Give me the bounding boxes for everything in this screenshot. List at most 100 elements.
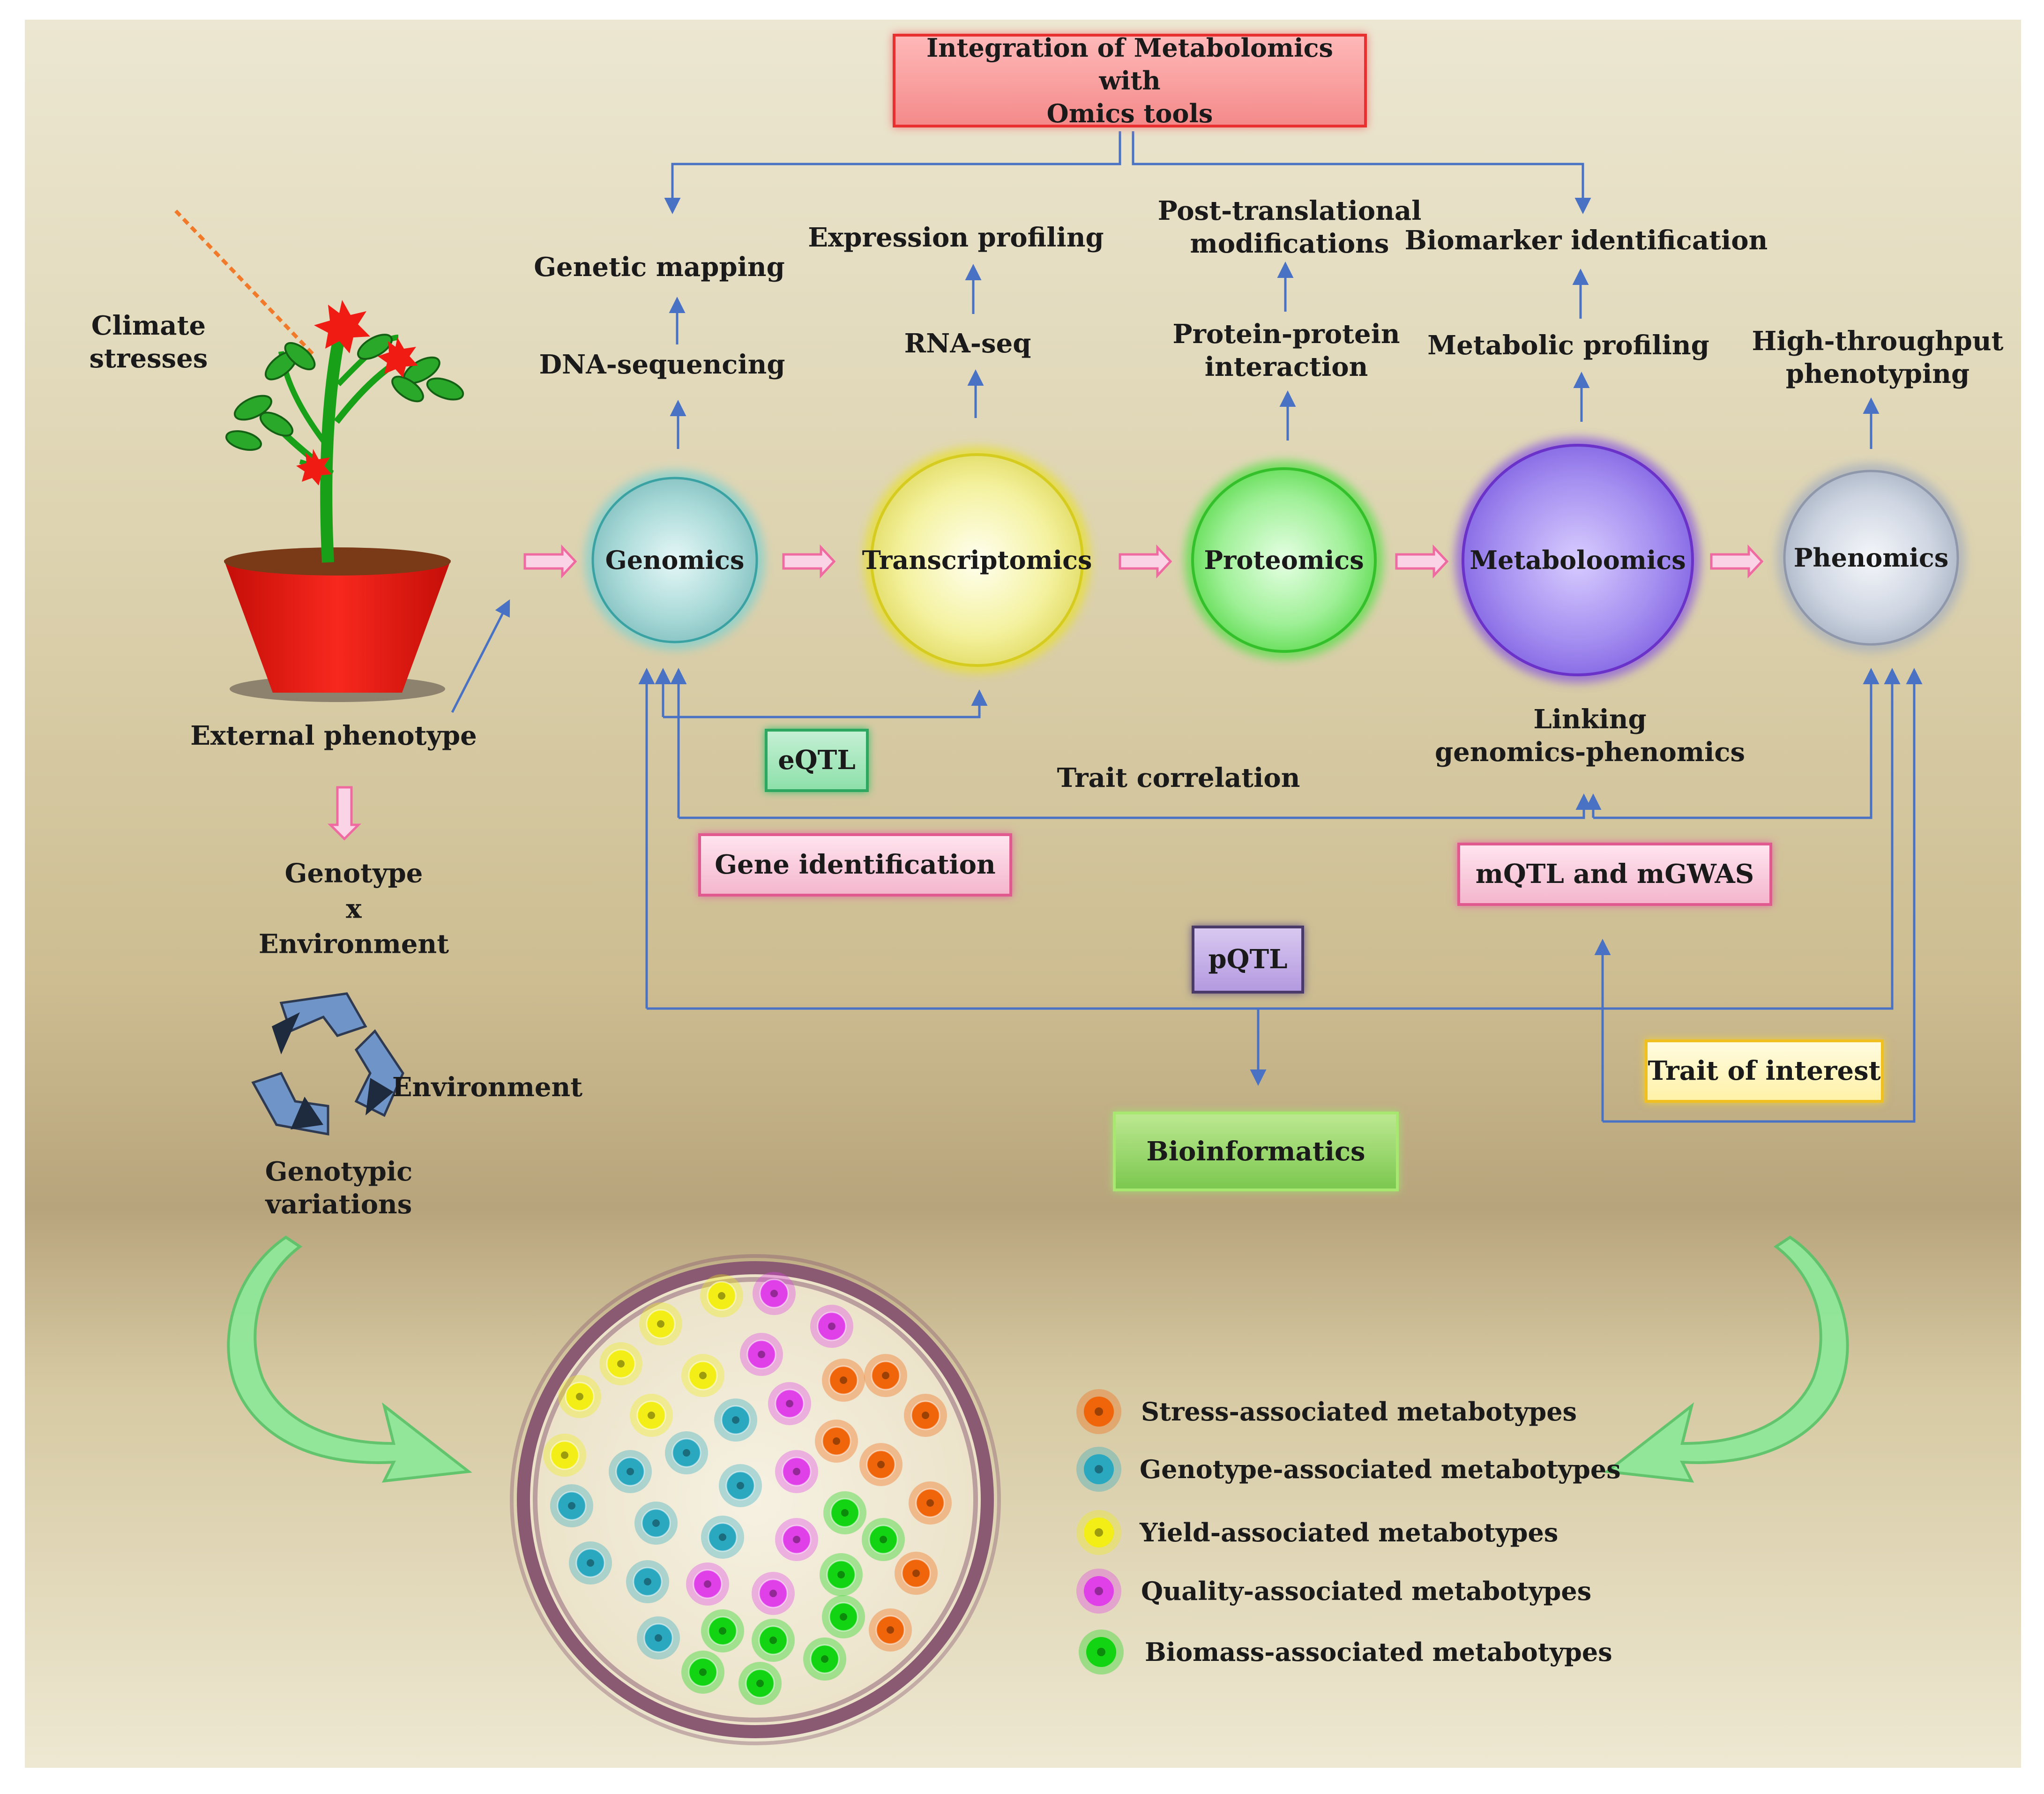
- metabotype-dot-core: [840, 1376, 847, 1384]
- node-label: Metaboloomics: [1470, 545, 1686, 575]
- metabotype-dot: [746, 1339, 776, 1369]
- label-genotypic-variations: Genotypic variations: [265, 1155, 412, 1221]
- node-label: Genomics: [605, 545, 745, 575]
- metabotype-dot: [758, 1625, 788, 1655]
- metabotype-dot: [830, 1498, 860, 1528]
- curved-arrow-icon: [227, 1235, 1849, 1483]
- label-high-throughput: High-throughput phenotyping: [1752, 325, 2003, 390]
- ptm-line1: Post-translational: [1157, 195, 1422, 226]
- gxe-line3: Environment: [258, 928, 449, 960]
- metabotype-dot-core: [840, 1613, 847, 1621]
- legend-stress: Stress-associated metabotypes: [1141, 1397, 1577, 1427]
- metabotype-dot-core: [704, 1580, 711, 1588]
- label-biomarker: Biomarker identification: [1404, 225, 1768, 256]
- recycle-icon: [251, 992, 404, 1136]
- linking-line2: genomics-phenomics: [1435, 737, 1745, 768]
- metabotype-dot-core: [718, 1292, 725, 1300]
- node-label: Proteomics: [1204, 545, 1364, 575]
- metabotype-dot: [707, 1281, 737, 1311]
- metabotype-dot-core: [699, 1668, 707, 1676]
- gxe-line2: x: [346, 893, 362, 925]
- box-bioinformatics: Bioinformatics: [1113, 1112, 1399, 1191]
- legend-dot-core: [1095, 1528, 1103, 1537]
- metabotype-dot: [550, 1440, 580, 1470]
- htp-line2: phenotyping: [1785, 359, 1970, 389]
- label-genetic-mapping: Genetic mapping: [534, 252, 785, 283]
- legend-dots: [1076, 1389, 1124, 1674]
- metabotype-dot: [575, 1548, 605, 1578]
- title-box: Integration of Metabolomics with Omics t…: [893, 32, 1367, 129]
- metabotype-dot-core: [648, 1412, 655, 1419]
- metabotype-dot: [828, 1365, 858, 1395]
- htp-line1: High-throughput: [1752, 326, 2004, 357]
- flower-pot-icon: [174, 209, 464, 702]
- metabotype-dot: [708, 1616, 738, 1646]
- label-dna-sequencing: DNA-sequencing: [539, 349, 785, 380]
- climate-line2: stresses: [89, 343, 208, 374]
- metabotype-dot: [759, 1278, 789, 1308]
- metabotype-dot: [910, 1400, 940, 1430]
- metabotype-dot-core: [793, 1468, 800, 1475]
- legend-dot-core: [1095, 1407, 1103, 1416]
- metabotype-dot-core: [683, 1449, 690, 1457]
- metabotype-dot-core: [719, 1533, 726, 1541]
- node-genomics: Genomics: [593, 478, 757, 642]
- metabotype-dot-core: [770, 1290, 778, 1297]
- box-gene-identification: Gene identification: [698, 833, 1012, 897]
- gxe-line1: Genotype: [284, 858, 423, 889]
- metabotype-dot: [641, 1508, 671, 1538]
- metabotype-dot-core: [880, 1536, 887, 1543]
- metabotype-dot: [688, 1657, 718, 1687]
- metabotype-dot: [565, 1382, 595, 1412]
- legend-dot-core: [1095, 1587, 1103, 1595]
- legend-genotype: Genotype-associated metabotypes: [1140, 1454, 1621, 1484]
- linking-line1: Linking: [1533, 704, 1647, 735]
- metabotype-dot: [636, 1400, 666, 1430]
- metabotype-dot: [606, 1349, 636, 1379]
- metabotype-dot: [708, 1522, 738, 1552]
- flow-arrows: [327, 544, 1764, 841]
- metabotype-dot-core: [699, 1372, 707, 1379]
- metabotype-dot: [758, 1578, 788, 1608]
- metabotype-dot-core: [837, 1571, 845, 1578]
- title-line1: Integration of Metabolomics with: [926, 32, 1333, 96]
- box-mqtl-mgwas: mQTL and mGWAS: [1457, 843, 1772, 906]
- metabotype-dot: [782, 1457, 812, 1487]
- node-circles: [591, 444, 1959, 676]
- legend-dot-core: [1095, 1465, 1103, 1473]
- metabotype-dot-core: [576, 1393, 583, 1400]
- metabotype-dot: [633, 1567, 663, 1597]
- label-post-translational: Post-translational modifications: [1158, 194, 1422, 260]
- legend-yield: Yield-associated metabotypes: [1140, 1517, 1559, 1547]
- metabotype-dot: [615, 1457, 645, 1487]
- metabotype-dot: [875, 1615, 905, 1645]
- metabotype-dot-core: [561, 1451, 568, 1459]
- node-proteomics: Proteomics: [1193, 469, 1375, 651]
- metabotype-dot-core: [617, 1360, 625, 1368]
- metabotype-dot: [901, 1558, 931, 1588]
- node-transcriptomics: Transcriptomics: [862, 455, 1092, 665]
- metabotype-dot-core: [841, 1509, 849, 1517]
- down-arrow: [327, 786, 362, 841]
- metabotype-dot: [866, 1450, 896, 1480]
- label-external-phenotype: External phenotype: [190, 720, 477, 751]
- metabotype-dot-core: [793, 1536, 800, 1543]
- metabotype-dot-core: [828, 1323, 836, 1330]
- title-line2: Omics tools: [1046, 98, 1213, 129]
- metabotype-dot-core: [877, 1461, 885, 1468]
- label-rna-seq: RNA-seq: [904, 328, 1031, 359]
- node-label: Transcriptomics: [862, 545, 1092, 575]
- metabotype-dot: [775, 1389, 805, 1419]
- node-metabolomics: Metaboloomics: [1463, 445, 1693, 675]
- label-genotype-environment: Genotype x Environment: [259, 856, 449, 963]
- metabotype-dot-core: [627, 1468, 634, 1475]
- genotypic-line2: variations: [265, 1189, 412, 1220]
- metabotype-dot: [915, 1488, 945, 1518]
- legend-dot: [1086, 1637, 1116, 1667]
- metabotype-dots: [543, 1272, 952, 1705]
- metabotype-dot-core: [657, 1320, 664, 1328]
- metabotype-dot-core: [769, 1590, 777, 1597]
- legend-dot: [1084, 1517, 1114, 1547]
- legend-dot: [1084, 1576, 1114, 1606]
